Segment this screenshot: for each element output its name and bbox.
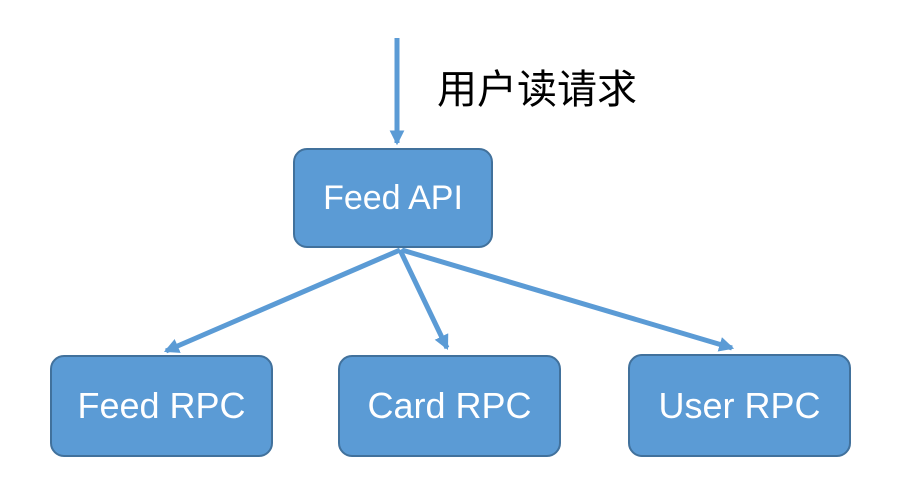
node-user-rpc-label: User RPC	[658, 384, 821, 426]
node-feed-api-label: Feed API	[323, 178, 463, 217]
node-feed-rpc: Feed RPC	[50, 355, 273, 457]
edge-feed-api-to-user-rpc	[401, 247, 735, 352]
node-user-rpc: User RPC	[628, 354, 851, 457]
edge-feed-api-to-feed-rpc	[163, 247, 401, 354]
node-feed-rpc-label: Feed RPC	[77, 385, 246, 426]
node-feed-api: Feed API	[293, 148, 493, 248]
edge-feed-api-to-card-rpc	[397, 248, 450, 351]
node-card-rpc-label: Card RPC	[367, 385, 532, 426]
node-card-rpc: Card RPC	[338, 355, 561, 457]
user-read-request-label: 用户读请求	[437, 68, 637, 112]
